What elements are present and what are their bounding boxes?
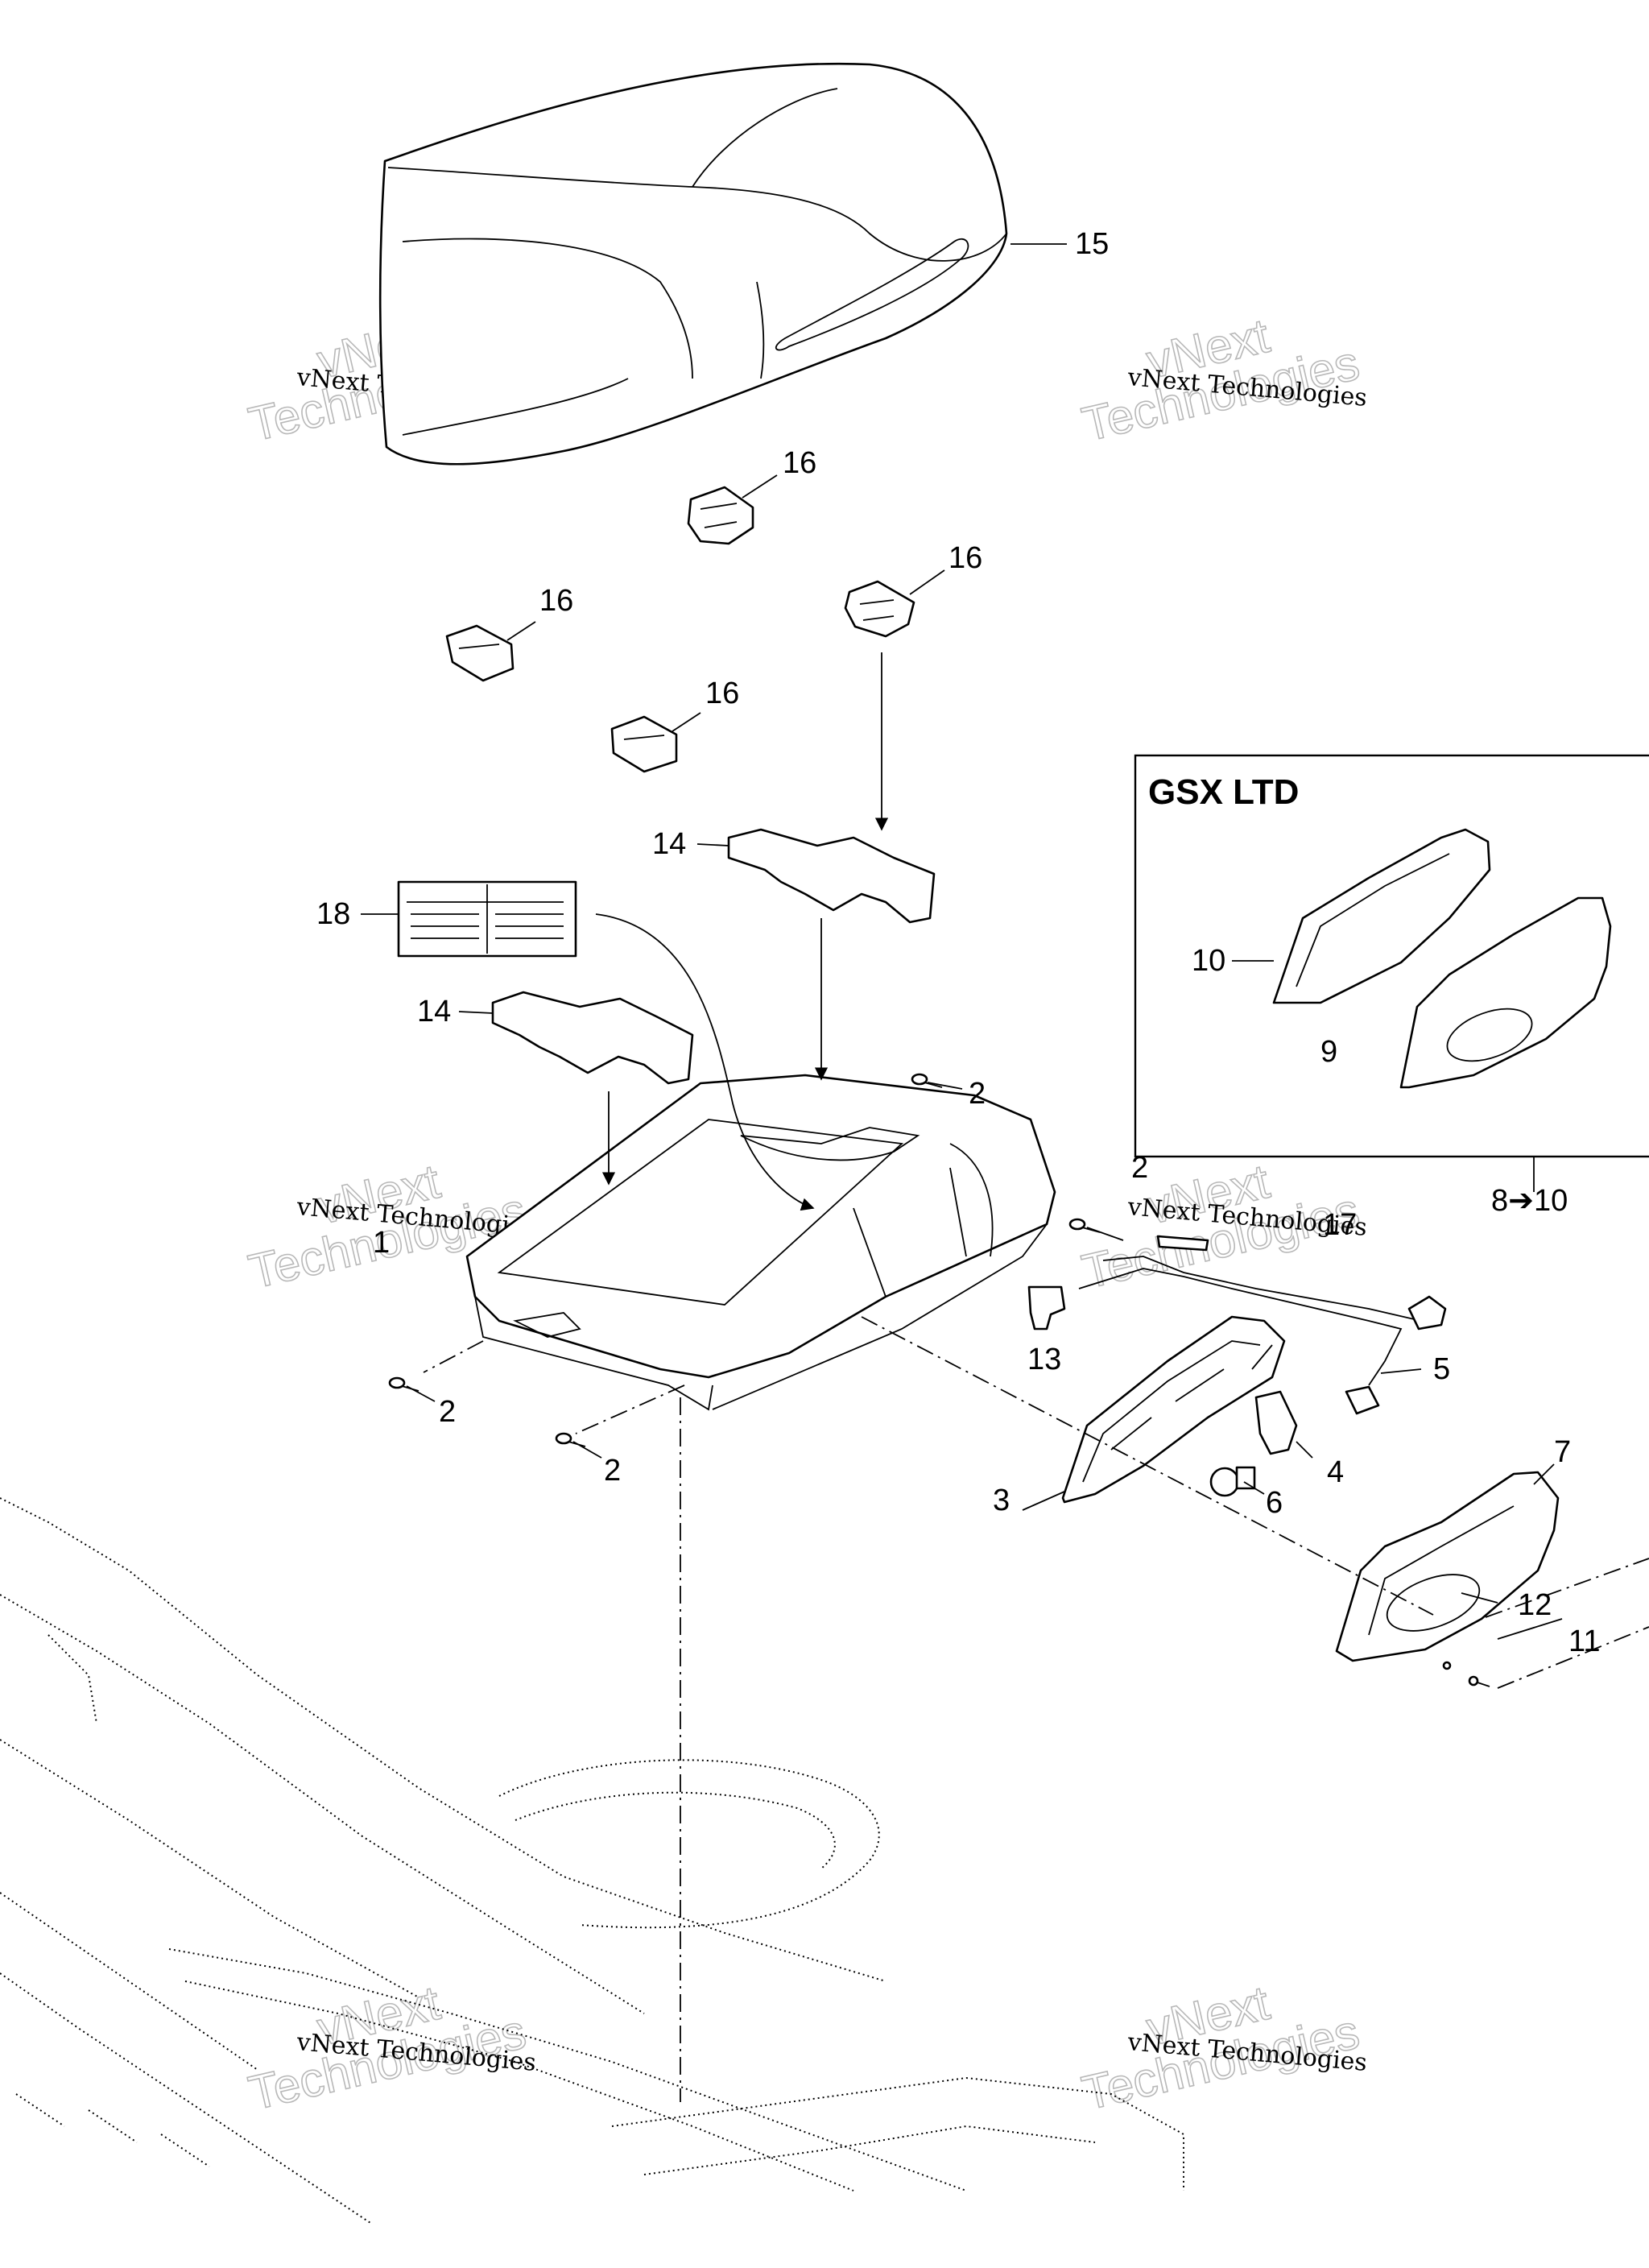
warning-label-part (397, 880, 577, 958)
wiring-harness-part (1078, 1235, 1447, 1386)
seat-base-part (465, 1074, 1056, 1411)
lens-screw-part (1442, 1661, 1490, 1687)
callout-16: 16 (705, 677, 739, 710)
clip-part (844, 580, 915, 638)
callout-4: 4 (1327, 1455, 1344, 1489)
callout-2: 2 (1131, 1151, 1148, 1185)
gsx-ltd-inset: GSX LTD (1134, 754, 1649, 1158)
bulb-part (1209, 1466, 1256, 1497)
callout-11: 11 (1568, 1624, 1600, 1658)
callout-1: 1 (373, 1226, 390, 1260)
callout-2: 2 (439, 1395, 456, 1429)
watermark-bottom-right: Technologies vNext vNext Technologies (1077, 1975, 1368, 2121)
foam-pad-part (727, 828, 936, 924)
callout-9: 9 (1320, 1035, 1337, 1069)
screw-part (1068, 1218, 1101, 1233)
screw-part (555, 1432, 586, 1447)
callout-17: 17 (1323, 1208, 1357, 1242)
foam-pad-part (491, 991, 694, 1085)
taillight-lens-part (1335, 1471, 1560, 1662)
callout-3: 3 (993, 1484, 1010, 1517)
clip-part (610, 715, 678, 773)
callout-14: 14 (652, 827, 686, 861)
callout-2: 2 (969, 1077, 986, 1111)
callout-14: 14 (417, 995, 451, 1028)
leader-lines (361, 243, 1649, 2102)
bulb-socket-part (1254, 1390, 1298, 1455)
callout-16: 16 (783, 446, 816, 480)
screw-part (388, 1376, 419, 1392)
screw-part (911, 1073, 943, 1088)
inset-lens-part (1399, 896, 1612, 1089)
seat-cushion-part (378, 62, 1008, 466)
chassis-frame-background (0, 1497, 1184, 2224)
callout-2: 2 (604, 1454, 621, 1488)
clip-part (445, 624, 515, 682)
callout-labels: 15 16 16 16 16 14 14 18 2 2 2 2 1 17 13 … (316, 227, 1600, 1658)
socket-part (1345, 1385, 1380, 1415)
callout-13: 13 (1027, 1343, 1061, 1376)
callout-8-to-10: 8➔10 (1491, 1184, 1568, 1218)
connector-part (1027, 1285, 1066, 1331)
watermark-bottom-left: Technologies vNext vNext Technologies (243, 1975, 537, 2121)
callout-18: 18 (316, 897, 350, 931)
callout-5: 5 (1433, 1352, 1450, 1386)
callout-6: 6 (1266, 1486, 1283, 1520)
callout-12: 12 (1518, 1588, 1552, 1622)
inset-title: GSX LTD (1148, 772, 1299, 812)
callout-16: 16 (539, 584, 573, 618)
clip-part (687, 486, 754, 545)
callout-7: 7 (1554, 1435, 1571, 1469)
watermark-top-right: Technologies vNext vNext Technologies (1077, 308, 1368, 452)
callout-10: 10 (1192, 944, 1225, 978)
inset-housing-part (1272, 828, 1491, 1004)
callout-15: 15 (1075, 227, 1109, 261)
callout-16: 16 (948, 541, 982, 575)
taillight-housing-part (1061, 1315, 1286, 1504)
